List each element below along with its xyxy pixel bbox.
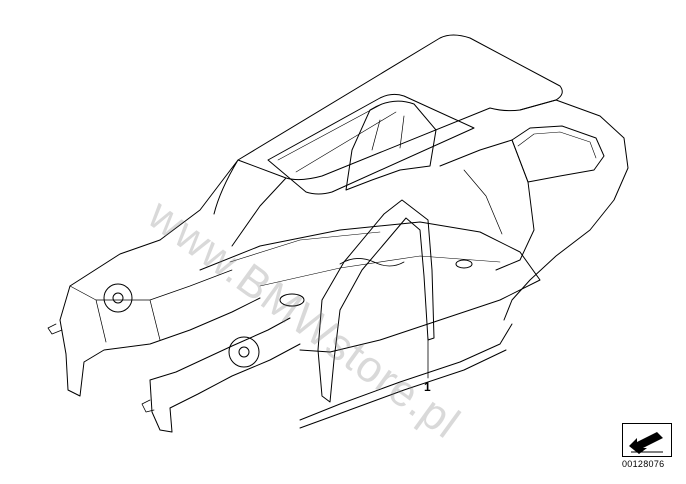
windshield-frame (159, 159, 287, 247)
front-cowl (59, 239, 261, 397)
roof-panel (237, 34, 563, 181)
c-pillar (345, 100, 437, 191)
strut-tower-left (103, 283, 133, 313)
strut-tower-right (228, 336, 260, 368)
side-sill (299, 323, 513, 429)
floor-pan (199, 221, 541, 353)
rear-side-window (511, 125, 605, 183)
rear-quarter-panel (503, 99, 629, 321)
reference-number: 00128076 (622, 459, 665, 469)
reference-icon-box (622, 423, 672, 457)
front-rail-right (149, 317, 301, 433)
b-pillar (317, 199, 435, 403)
sunroof-opening (267, 93, 475, 195)
arrow-down-left-icon (629, 432, 663, 454)
rear-door-opening (439, 139, 535, 271)
part-callout-number: 1 (424, 380, 431, 394)
